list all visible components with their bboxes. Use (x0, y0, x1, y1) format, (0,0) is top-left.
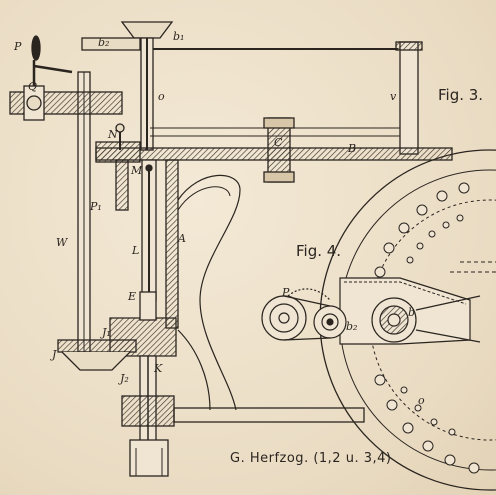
fig4-label-o: o (418, 394, 425, 407)
fig3-caption: Fig. 3. (438, 86, 483, 104)
label-w: W (56, 236, 69, 249)
label-o: o (158, 90, 165, 103)
fig4-label-p: P (281, 286, 290, 299)
label-q: Q (28, 80, 37, 93)
label-j1: J₁ (100, 326, 111, 339)
vessel-right-wall (399, 41, 419, 155)
label-v: v (390, 90, 397, 103)
label-n: N (107, 128, 118, 141)
label-j: J (50, 348, 57, 361)
label-l: L (131, 244, 139, 257)
crank-handle (32, 60, 73, 86)
label-j2: J₂ (118, 372, 129, 385)
fig3-drawing (9, 21, 453, 477)
fig4-caption: Fig. 4. (296, 242, 341, 260)
label-c: C (274, 136, 283, 149)
label-e: E (127, 290, 136, 303)
fig4-label-b2: b₂ (346, 320, 357, 333)
fig4-drawing (261, 149, 496, 491)
column-a (165, 159, 179, 329)
funnel (120, 21, 174, 39)
label-b2: b₂ (98, 36, 109, 49)
label-a: A (177, 232, 186, 245)
base-plate (173, 407, 365, 423)
label-b: B (347, 142, 356, 155)
gear-j (57, 339, 137, 353)
label-b1: b₁ (173, 30, 184, 43)
column-support (177, 174, 241, 411)
fig4-label-b: b (408, 306, 415, 319)
label-m: M (130, 164, 143, 177)
label-k: K (153, 362, 163, 375)
engraver-credit: G. Herfzog. (1,2 u. 3,4) (230, 451, 391, 466)
label-p: P (13, 40, 22, 53)
label-p1: P₁ (89, 200, 102, 213)
pulley-p (261, 295, 307, 341)
